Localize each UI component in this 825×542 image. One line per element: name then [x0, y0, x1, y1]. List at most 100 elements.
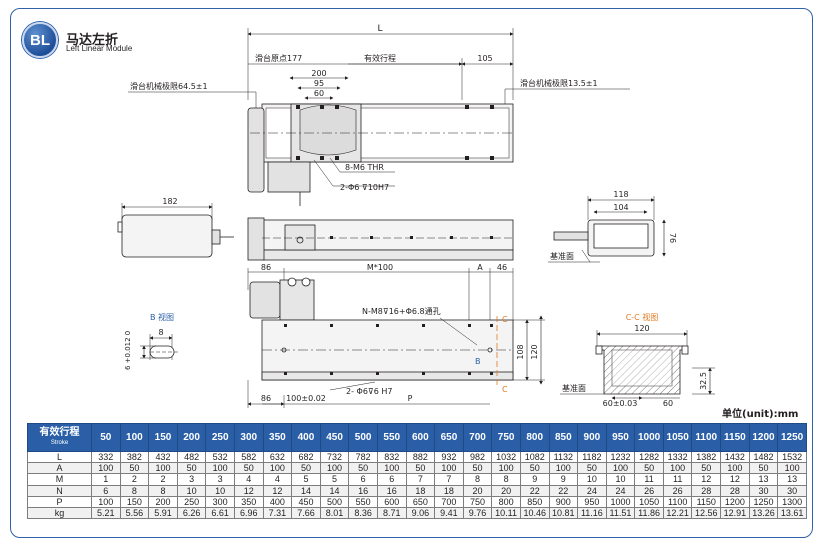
table-cell: 14 [319, 484, 350, 497]
table-cell: 432 [148, 450, 178, 464]
table-cell: 11 [634, 473, 664, 486]
table-cell: 1232 [605, 450, 636, 464]
table-cell: 18 [434, 484, 464, 497]
table-cell: 100 [605, 462, 636, 475]
table-cell: 500 [319, 495, 350, 508]
table-cell: 7 [405, 473, 436, 486]
view-mark-B: B [475, 357, 481, 366]
table-cell: 50 [748, 462, 779, 475]
table-cell: 7 [434, 473, 464, 486]
stroke-column-header: 450 [319, 423, 350, 452]
pin-label-bottom: 2- Φ6⊽6 H7 [346, 387, 393, 396]
table-cell: 30 [777, 484, 807, 497]
dim-120-vertical: 120 [530, 344, 539, 359]
table-cell: 900 [548, 495, 579, 508]
table-cell: 50 [519, 462, 550, 475]
table-cell: 22 [548, 484, 579, 497]
table-cell: 100 [548, 462, 579, 475]
table-cell: 11.16 [577, 506, 607, 520]
table-cell: 50 [291, 462, 321, 475]
table-cell: 1182 [577, 450, 607, 464]
top-view [128, 28, 630, 206]
table-cell: 16 [348, 484, 378, 497]
stroke-column-header: 600 [405, 423, 436, 452]
stroke-column-header: 400 [291, 423, 321, 452]
table-cell: 6.26 [176, 506, 207, 520]
table-cell: 150 [119, 495, 150, 508]
dim-slide-origin: 滑台原点177 [255, 53, 302, 63]
table-cell: 950 [577, 495, 607, 508]
table-cell: 2 [148, 473, 178, 486]
cc-base-face: 基准面 [562, 383, 586, 393]
stroke-column-header: 800 [519, 423, 550, 452]
stroke-column-header: 500 [348, 423, 378, 452]
stroke-column-header: 350 [262, 423, 293, 452]
table-cell: 100 [376, 462, 407, 475]
table-cell: 1482 [748, 450, 779, 464]
stroke-column-header: 750 [491, 423, 521, 452]
table-cell: 8 [119, 484, 150, 497]
table-cell: 50 [577, 462, 607, 475]
table-cell: 632 [262, 450, 293, 464]
table-cell: 12 [691, 473, 722, 486]
table-cell: 50 [348, 462, 378, 475]
row-label: P [27, 495, 92, 508]
stroke-column-header: 100 [119, 423, 150, 452]
table-cell: 1150 [691, 495, 722, 508]
b-dim-8: 8 [158, 328, 163, 337]
table-cell: 9.06 [405, 506, 436, 520]
table-cell: 882 [405, 450, 436, 464]
table-cell: 9 [519, 473, 550, 486]
table-cell: 1200 [720, 495, 750, 508]
table-cell: 13 [777, 473, 807, 486]
b-view-title: B 视图 [150, 312, 174, 322]
stroke-column-header: 1000 [634, 423, 664, 452]
table-cell: 1000 [605, 495, 636, 508]
stroke-column-header: 700 [462, 423, 493, 452]
table-cell: 24 [605, 484, 636, 497]
table-cell: 1332 [662, 450, 693, 464]
row-label: M [27, 473, 92, 486]
table-cell: 7.31 [262, 506, 293, 520]
table-cell: 1050 [634, 495, 664, 508]
table-cell: 10 [176, 484, 207, 497]
dim-mech-limit-left: 滑台机械极限64.5±1 [130, 81, 208, 91]
stroke-column-header: 250 [205, 423, 235, 452]
pin-label: 2-Φ6 ⊽10H7 [340, 183, 389, 192]
table-cell: 100 [91, 495, 121, 508]
table-cell: 300 [205, 495, 235, 508]
table-cell: 50 [119, 462, 150, 475]
table-cell: 582 [233, 450, 264, 464]
dim-60: 60 [314, 89, 324, 98]
table-cell: 20 [491, 484, 521, 497]
table-cell: 50 [634, 462, 664, 475]
table-cell: 50 [405, 462, 436, 475]
cc-dim-60-tolerance: 60±0.03 [603, 399, 638, 408]
table-cell: 100 [434, 462, 464, 475]
table-cell: 382 [119, 450, 150, 464]
stroke-column-header: 1100 [691, 423, 722, 452]
table-cell: 1100 [662, 495, 693, 508]
dim-100-tolerance: 100±0.02 [286, 394, 326, 403]
table-cell: 4 [233, 473, 264, 486]
table-cell: 7.66 [291, 506, 321, 520]
cc-dim-32-5: 32.5 [699, 372, 708, 390]
table-cell: 10.46 [519, 506, 550, 520]
row-label: L [27, 450, 92, 464]
b-view-detail [140, 334, 180, 360]
stroke-column-header: 1200 [748, 423, 779, 452]
table-cell: 5.56 [119, 506, 150, 520]
table-cell: 12 [233, 484, 264, 497]
left-end-view [117, 203, 234, 258]
stroke-column-header: 850 [548, 423, 579, 452]
dim-effective-stroke: 有效行程 [364, 53, 396, 63]
table-cell: 13 [748, 473, 779, 486]
table-cell: 932 [434, 450, 464, 464]
table-cell: 9.41 [434, 506, 464, 520]
table-cell: 732 [319, 450, 350, 464]
table-cell: 2 [119, 473, 150, 486]
table-cell: 50 [176, 462, 207, 475]
page-frame [10, 8, 813, 538]
table-cell: 682 [291, 450, 321, 464]
